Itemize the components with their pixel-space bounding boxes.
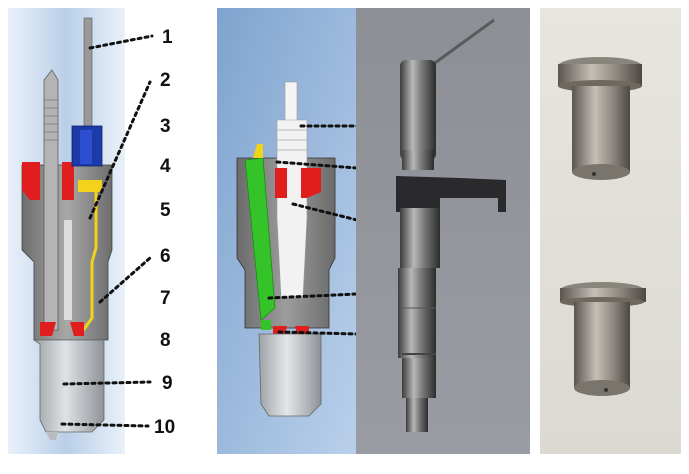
injector-photo-panel	[356, 8, 530, 454]
callout-10: 10	[154, 417, 175, 438]
callout-6: 6	[160, 246, 171, 267]
fuel-path-diagram-panel	[217, 8, 357, 454]
callout-9: 9	[162, 373, 173, 394]
callout-2: 2	[160, 70, 171, 91]
nozzle-sleeve-photo-panel	[540, 8, 681, 454]
nozzle-sleeves-photo	[540, 8, 681, 454]
callout-1: 1	[162, 27, 173, 48]
injector-cross-section-drawing: 1 2 6 9 10	[8, 8, 175, 454]
cutaway-diagram-panel: 1 2 6 9 10	[0, 0, 210, 474]
fuel-path-section-drawing	[217, 8, 357, 454]
injector-photo	[356, 8, 530, 454]
